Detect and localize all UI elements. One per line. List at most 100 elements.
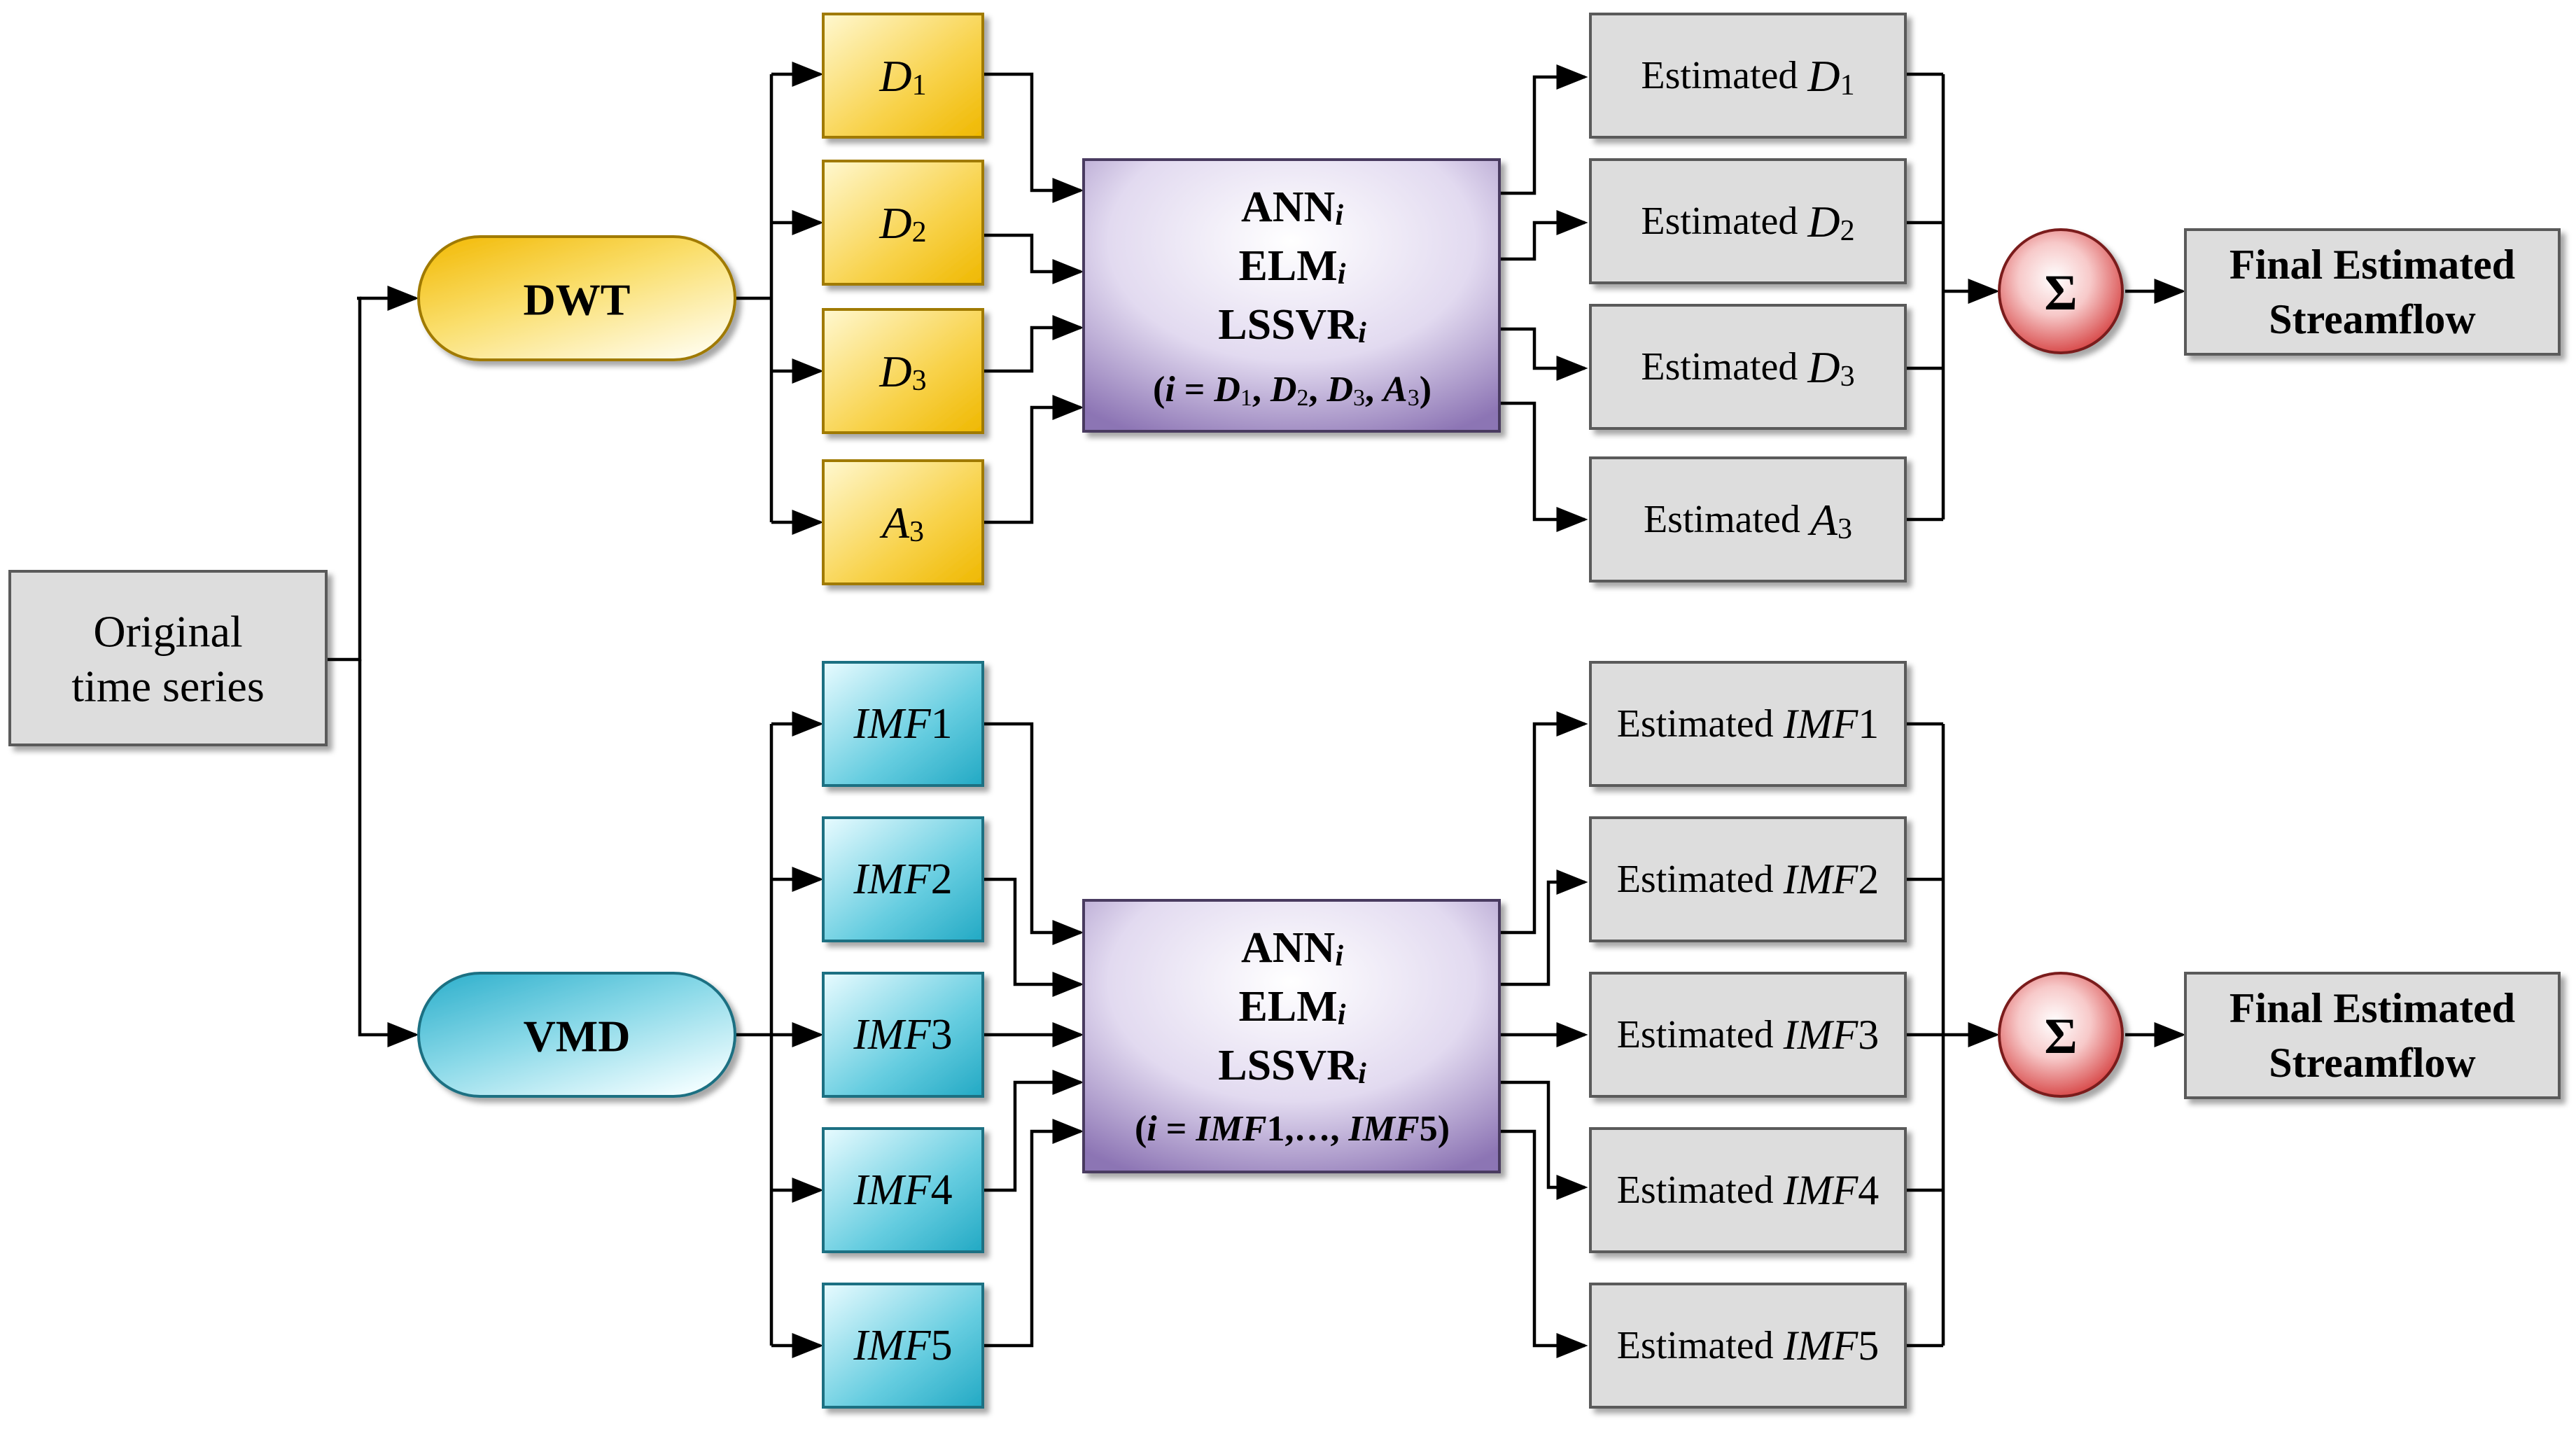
label-fragment: 1,…, <box>1267 1109 1349 1149</box>
component-box-d1 <box>822 13 984 139</box>
estimated-box-d1 <box>1589 13 1907 139</box>
dwt-branch: DWT D1 D2 D3 A3 ANNi ELMi LSSVRi (i = D1… <box>417 13 2561 585</box>
estimated-box-imf5 <box>1589 1283 1907 1409</box>
vmd-components: IMF1 IMF2 IMF3 IMF4 IMF5 <box>822 661 984 1409</box>
label-fragment: , <box>1252 370 1270 410</box>
estimated-label-d1: Estimated D1 <box>1641 51 1854 102</box>
label-fragment: 1 <box>1240 385 1252 411</box>
estimated-box-d2 <box>1589 158 1907 284</box>
connector-d3-to-model <box>983 315 1084 373</box>
sigma-symbol-dwt: Σ <box>2044 265 2077 321</box>
estimated-label-imf1: Estimated IMF1 <box>1617 701 1879 747</box>
connector-imf5-to-model <box>983 1119 1084 1348</box>
component-box-d3 <box>822 308 984 434</box>
vmd-summation: Σ <box>1998 972 2124 1098</box>
vmd-model: ANNi ELMi LSSVRi (i = IMF1,…, IMF5) <box>1082 899 1501 1173</box>
input-label-line1: Original <box>93 607 242 657</box>
estimated-label-imf3: Estimated IMF3 <box>1617 1012 1879 1058</box>
connector-model-to-est-d2 <box>1499 210 1588 261</box>
model-lssvr-label: LSSVRi <box>1218 1042 1366 1090</box>
vmd-estimated-components: Estimated IMF1 Estimated IMF2 Estimated … <box>1589 661 1907 1409</box>
summation-node-dwt <box>1998 228 2124 354</box>
label-fragment: = <box>1157 1109 1196 1149</box>
label-fragment: 5) <box>1420 1109 1450 1149</box>
label-fragment: D <box>1213 370 1240 410</box>
dwt-estimated-components: Estimated D1 Estimated D2 Estimated D3 E… <box>1589 13 1907 582</box>
final-output-line1-vmd: Final Estimated <box>2230 985 2515 1031</box>
connector-model-to-est-imf4 <box>1499 1080 1588 1200</box>
connector-imf4-to-model <box>983 1070 1084 1192</box>
label-fragment: D <box>1326 370 1353 410</box>
label-fragment: i <box>1147 1109 1157 1149</box>
dwt-model: ANNi ELMi LSSVRi (i = D1, D2, D3, A3) <box>1082 158 1501 433</box>
connector-estimated-vmd-collector <box>1905 722 1945 1348</box>
component-box-imf4 <box>822 1127 984 1253</box>
estimated-label-imf5: Estimated IMF5 <box>1617 1322 1879 1369</box>
estimated-label-imf2: Estimated IMF2 <box>1617 856 1879 902</box>
final-output-line1-dwt: Final Estimated <box>2230 242 2515 288</box>
model-elm-label: ELMi <box>1239 242 1346 291</box>
component-box-imf3 <box>822 972 984 1098</box>
connector-d1-to-model <box>983 72 1084 203</box>
input-node: Original time series <box>8 570 328 746</box>
model-ann-label: ANNi <box>1241 924 1343 972</box>
vmd-node <box>417 972 736 1098</box>
vmd-branch: VMD IMF1 IMF2 IMF3 IMF4 IMF5 ANNi ELMi L… <box>417 661 2561 1409</box>
connector-model-to-est-imf2 <box>1499 870 1588 986</box>
connector-vmd-trunk <box>735 724 774 1346</box>
label-fragment: 3 <box>1353 385 1365 411</box>
model-index-range-vmd: (i = IMF1,…, IMF5) <box>1135 1109 1450 1149</box>
label-fragment: A <box>1381 370 1408 410</box>
model-ann-label: ANNi <box>1241 183 1343 232</box>
component-label-d2: D2 <box>878 198 926 249</box>
label-fragment: 3 <box>1408 385 1420 411</box>
estimated-box-a3 <box>1589 456 1907 582</box>
model-box-dwt <box>1082 158 1501 433</box>
dwt-node <box>417 235 736 361</box>
label-fragment: IMF <box>1348 1109 1420 1149</box>
label-fragment: ( <box>1135 1109 1147 1149</box>
estimated-box-imf3 <box>1589 972 1907 1098</box>
connector-model-to-est-imf1 <box>1499 711 1588 935</box>
label-fragment: , <box>1365 370 1383 410</box>
input-box <box>8 570 328 746</box>
connectors <box>326 62 2186 1358</box>
label-fragment: ) <box>1420 370 1432 410</box>
dwt-components: D1 D2 D3 A3 <box>822 13 984 585</box>
model-box-vmd <box>1082 899 1501 1173</box>
sigma-symbol-vmd: Σ <box>2044 1008 2077 1064</box>
component-label-imf4: IMF4 <box>853 1166 952 1214</box>
input-label-line2: time series <box>71 662 264 711</box>
connector-model-to-est-imf5 <box>1499 1129 1588 1358</box>
estimated-box-imf1 <box>1589 661 1907 787</box>
connector-imf2-to-model <box>983 877 1084 997</box>
component-label-imf2: IMF2 <box>853 856 952 903</box>
final-output-box-dwt <box>2184 228 2561 356</box>
dwt-final-output: Final Estimated Streamflow <box>2184 228 2561 356</box>
dwt-label: DWT <box>524 275 631 325</box>
connector-imf1-to-model <box>983 722 1084 945</box>
label-fragment: , <box>1308 370 1326 410</box>
component-label-imf3: IMF3 <box>853 1011 952 1059</box>
model-elm-label: ELMi <box>1239 983 1346 1031</box>
dwt-summation: Σ <box>1998 228 2124 354</box>
connector-model-to-est-d1 <box>1499 64 1588 195</box>
component-box-imf5 <box>822 1283 984 1409</box>
model-lssvr-label: LSSVRi <box>1218 301 1366 349</box>
connector-model-to-est-a3 <box>1499 401 1588 532</box>
label-fragment: i <box>1165 370 1175 410</box>
estimated-label-a3: Estimated A3 <box>1644 495 1852 546</box>
final-output-line2-dwt: Streamflow <box>2269 296 2476 342</box>
estimated-box-imf4 <box>1589 1127 1907 1253</box>
component-label-imf5: IMF5 <box>853 1322 952 1369</box>
model-index-range-dwt: (i = D1, D2, D3, A3) <box>1153 370 1432 411</box>
summation-node-vmd <box>1998 972 2124 1098</box>
component-label-d1: D1 <box>878 51 926 102</box>
final-output-line2-vmd: Streamflow <box>2269 1040 2476 1086</box>
estimated-label-d3: Estimated D3 <box>1641 342 1854 393</box>
component-label-imf1: IMF1 <box>853 700 952 748</box>
vmd-final-output: Final Estimated Streamflow <box>2184 972 2561 1099</box>
estimated-label-imf4: Estimated IMF4 <box>1617 1167 1879 1213</box>
label-fragment: 2 <box>1296 385 1308 411</box>
